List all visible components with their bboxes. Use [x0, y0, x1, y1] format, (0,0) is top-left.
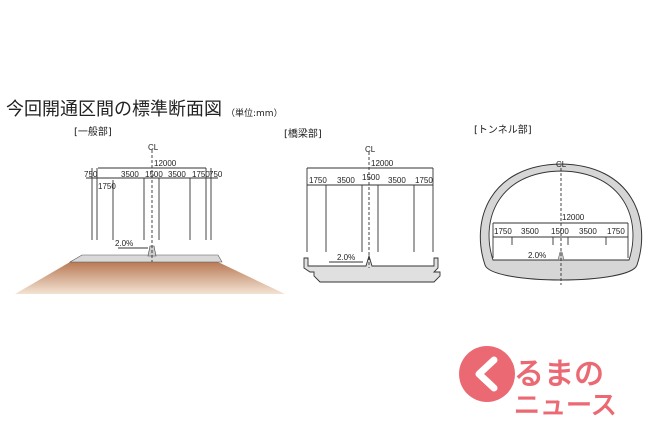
page-title: 今回開通区間の標準断面図	[6, 99, 222, 120]
slope-label: 2.0%	[115, 239, 133, 248]
dim: 750	[209, 170, 223, 179]
embankment	[15, 262, 285, 294]
general-section-label: [一般部]	[74, 125, 112, 138]
logo-circle-icon	[459, 346, 515, 402]
total-width: 12000	[371, 159, 394, 168]
cl-label: CL	[556, 160, 567, 169]
dim: 1750	[415, 176, 433, 185]
total-width: 12000	[154, 159, 177, 168]
dim: 1750	[309, 176, 327, 185]
unit-label: （単位:mm）	[226, 107, 283, 119]
logo-text-line2: ニュース	[514, 391, 617, 421]
dim: 3500	[121, 170, 139, 179]
cl-label: CL	[148, 143, 159, 152]
dim: 3500	[579, 227, 597, 236]
kurumanonews-logo: るまの ニュース	[459, 346, 617, 421]
dim: 3500	[337, 176, 355, 185]
slope-label: 2.0%	[337, 253, 355, 262]
logo-text-line1: るまの	[514, 357, 604, 392]
total-width: 12000	[562, 213, 585, 222]
dim: 1750	[494, 227, 512, 236]
general-section: [一般部] CL 12000 750 3500 1500 3500 1750 7…	[15, 125, 285, 294]
bridge-section-label: [橋梁部]	[284, 127, 322, 140]
tunnel-section-label: [トンネル部]	[474, 123, 532, 136]
dim: 1750	[607, 227, 625, 236]
dim: 1500	[145, 170, 163, 179]
dim: 1750	[192, 170, 210, 179]
cl-label: CL	[365, 145, 376, 154]
dim: 3500	[168, 170, 186, 179]
dim: 3500	[388, 176, 406, 185]
bridge-section: [橋梁部] CL 12000 1750 3500 1500 3500 1750 …	[284, 127, 441, 283]
chevron-left-icon	[475, 356, 498, 392]
pavement	[68, 254, 223, 263]
tunnel-section: [トンネル部] CL 12000 1750 3500 1500 3500 175…	[474, 123, 643, 285]
dim: 1500	[362, 173, 380, 182]
dim: 1500	[551, 227, 569, 236]
bridge-deck	[303, 254, 441, 283]
dim: 3500	[521, 227, 539, 236]
dim: 1750	[98, 182, 116, 191]
dim: 750	[84, 170, 98, 179]
slope-label: 2.0%	[528, 251, 546, 260]
